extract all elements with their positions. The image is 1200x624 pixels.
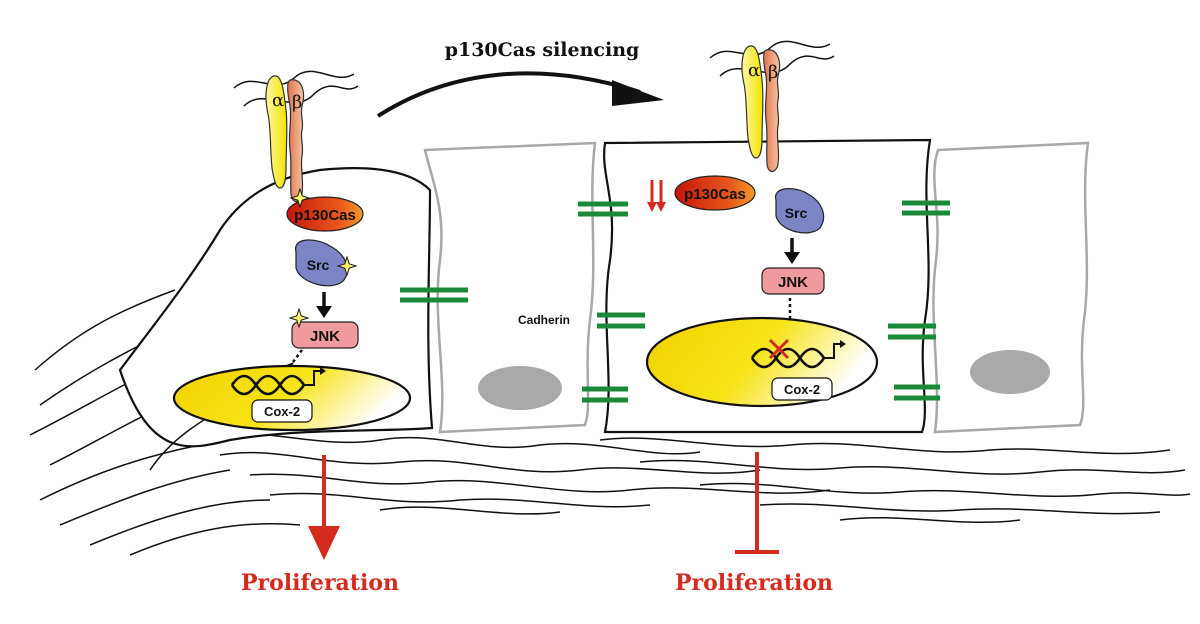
extracellular-matrix-fibers — [29, 289, 1191, 556]
cadherin-junctions — [400, 200, 950, 403]
beta-label: β — [292, 92, 302, 113]
beta-label: β — [768, 62, 778, 83]
right-outcome-label: Proliferation — [675, 570, 833, 596]
svg-text:p130Cas: p130Cas — [684, 186, 746, 203]
downregulation-arrows-icon — [647, 180, 666, 212]
left-integrin: α β — [233, 70, 359, 203]
right-integrin: α β — [709, 40, 835, 173]
svg-text:JNK: JNK — [778, 274, 808, 291]
right-src: Src — [775, 188, 825, 234]
alpha-label: α — [748, 60, 760, 81]
left-nucleus: Cox-2 — [172, 364, 412, 432]
left-src-jnk-arrow — [316, 292, 332, 318]
right-src-jnk-arrow — [784, 238, 800, 264]
right-jnk: JNK — [761, 267, 825, 295]
title-text: p130Cas silencing — [445, 39, 640, 61]
gene-label: Cox-2 — [784, 382, 820, 397]
cadherin-label: Cadherin — [518, 313, 570, 327]
left-outcome-label: Proliferation — [241, 570, 399, 596]
svg-text:p130Cas: p130Cas — [294, 207, 356, 224]
left-jnk: JNK — [289, 308, 359, 349]
left-p130cas: p130Cas — [286, 188, 364, 232]
svg-text:Src: Src — [785, 205, 808, 221]
silencing-arrow — [376, 71, 664, 118]
left-proliferation-activation-arrow — [308, 455, 340, 560]
alpha-label: α — [272, 90, 284, 111]
right-proliferation-inhibition-bar — [735, 452, 779, 554]
right-p130cas: p130Cas — [674, 175, 756, 211]
left-neighbor-cell — [423, 141, 597, 434]
right-nucleus: Cox-2 — [645, 316, 879, 408]
inhibition-x-icon — [768, 338, 790, 360]
svg-text:JNK: JNK — [310, 328, 340, 345]
neighbor-nucleus — [478, 366, 562, 410]
left-src: Src — [295, 239, 357, 287]
gene-label: Cox-2 — [264, 404, 300, 419]
neighbor-nucleus — [970, 350, 1050, 394]
svg-text:Src: Src — [307, 257, 330, 273]
right-neighbor-cell — [932, 141, 1090, 434]
